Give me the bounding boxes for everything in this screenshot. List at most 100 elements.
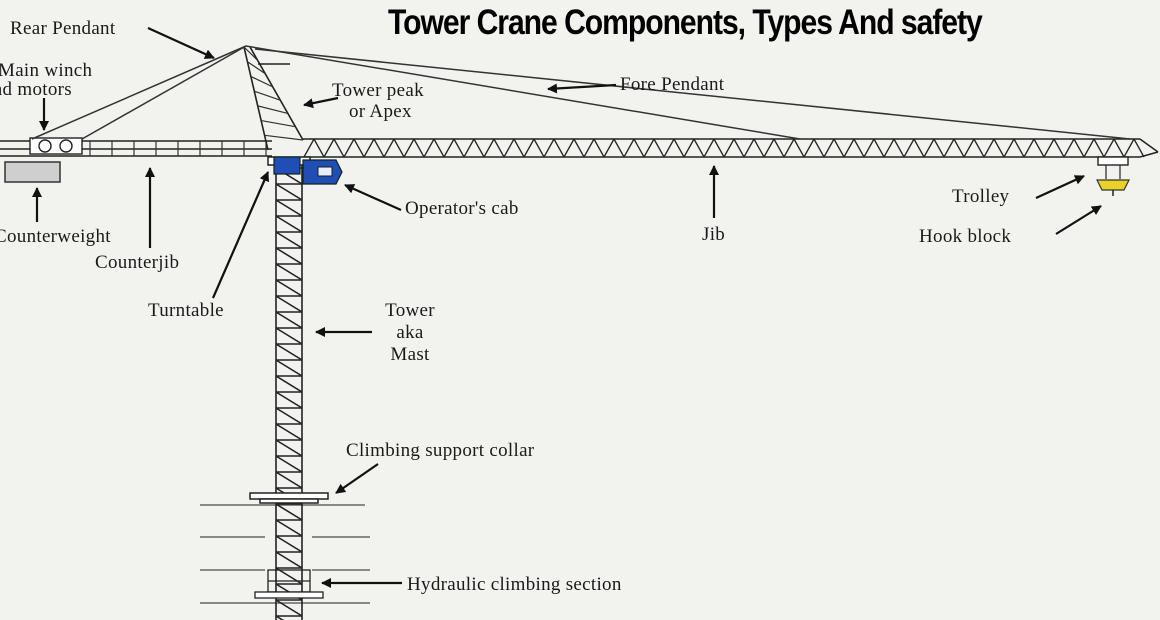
jib-lattice-strut — [603, 138, 615, 158]
trolley-shape — [1097, 156, 1129, 166]
jib-lattice-strut — [1093, 138, 1105, 158]
jib-lattice-strut — [893, 138, 905, 158]
peak-lattice-brace — [243, 46, 258, 61]
peak-lattice-brace — [250, 75, 273, 88]
label-fore-pendant: Fore Pendant — [620, 74, 725, 95]
label-hydraulic-section: Hydraulic climbing section — [407, 574, 622, 595]
hook-block-shape — [1096, 179, 1130, 191]
label-tower-peak-line2: or Apex — [349, 101, 412, 122]
jib-lattice-strut — [923, 138, 935, 158]
mast-lattice-diagonal — [275, 279, 303, 297]
mast-lattice-diagonal — [275, 615, 285, 620]
mast-lattice-diagonal — [275, 519, 303, 537]
peak-lattice-brace — [261, 119, 296, 128]
jib-lattice-strut — [1123, 138, 1135, 158]
hydraulic-section-shape — [254, 569, 324, 599]
jib-lattice-strut — [483, 138, 495, 158]
label-main-winch-line2: and motors — [0, 79, 72, 100]
label-operators-cab: Operator's cab — [405, 198, 519, 219]
fore-pendant-line — [254, 48, 1131, 140]
jib-lattice-strut — [323, 138, 335, 158]
mast-lattice-diagonal — [275, 439, 303, 457]
jib-lattice-strut — [1013, 138, 1025, 158]
arrow-fore-pendant — [547, 83, 617, 94]
peak-lattice-brace — [247, 61, 266, 75]
arrow-rear-pendant — [147, 26, 215, 60]
rear-pendant-line — [81, 45, 247, 140]
jib-lattice-strut — [863, 138, 875, 158]
fore-pendant-line — [245, 45, 801, 140]
jib-lattice-strut — [883, 138, 895, 158]
jib-lattice-strut — [383, 138, 395, 158]
jib-lattice-strut — [913, 138, 925, 158]
mast-lattice-diagonal — [275, 599, 303, 617]
label-hook-block: Hook block — [919, 226, 1012, 247]
jib-lattice-strut — [843, 138, 855, 158]
jib-lattice-strut — [363, 138, 375, 158]
jib-lattice-strut — [823, 138, 835, 158]
label-tower-line2: aka — [396, 322, 424, 343]
jib-lattice-strut — [1063, 138, 1075, 158]
jib-lattice-strut — [1083, 138, 1095, 158]
jib-lattice-strut — [593, 138, 605, 158]
jib-lattice-strut — [493, 138, 505, 158]
mast-lattice-diagonal — [275, 263, 303, 281]
jib-lattice-strut — [333, 138, 345, 158]
jib-lattice-strut — [963, 138, 975, 158]
arrow-climbing-collar — [335, 463, 379, 494]
jib-lattice-strut — [1053, 138, 1065, 158]
jib-lattice-strut — [573, 138, 585, 158]
arrow-trolley — [1035, 175, 1085, 199]
jib-lattice-strut — [543, 138, 555, 158]
leader-arrows — [32, 26, 1102, 588]
jib-lattice-strut — [1103, 138, 1115, 158]
jib-lattice-strut — [1003, 138, 1015, 158]
label-tower-line1: Tower — [385, 300, 435, 321]
rear-pendant-line — [31, 45, 247, 140]
mast-lattice-diagonal — [275, 503, 303, 521]
jib-lattice-strut — [503, 138, 515, 158]
jib-lattice-strut — [673, 138, 685, 158]
jib-lattice-strut — [313, 138, 325, 158]
jib-lattice-strut — [813, 138, 825, 158]
jib-lattice-strut — [793, 138, 805, 158]
main-winch-shape — [29, 137, 83, 155]
mast-lattice-diagonal — [275, 375, 303, 393]
label-counterweight: Counterweight — [0, 226, 111, 247]
mast-lattice-diagonal — [275, 407, 303, 425]
arrow-tower-peak — [303, 96, 339, 109]
jib-lattice-strut — [753, 138, 765, 158]
jib-lattice-strut — [303, 138, 315, 158]
jib-lattice-strut — [643, 138, 655, 158]
jib-lattice-strut — [633, 138, 645, 158]
jib-lattice-strut — [423, 138, 435, 158]
jib-lattice-strut — [663, 138, 675, 158]
label-turntable: Turntable — [148, 300, 224, 321]
jib-lattice-strut — [903, 138, 915, 158]
jib-lattice-strut — [943, 138, 955, 158]
label-trolley: Trolley — [952, 186, 1010, 207]
jib-lattice-strut — [993, 138, 1005, 158]
mast-lattice-diagonal — [275, 247, 303, 265]
page-title: Tower Crane Components, Types And safety — [388, 3, 983, 42]
label-tower-peak-line1: Tower peak — [332, 80, 424, 101]
mast-lattice-diagonal — [275, 199, 303, 217]
jib-lattice-strut — [513, 138, 525, 158]
arrow-operators-cab — [344, 183, 402, 212]
jib-lattice-strut — [773, 138, 785, 158]
jib-lattice-strut — [1023, 138, 1035, 158]
mast-lattice-diagonal — [275, 327, 303, 345]
jib-lattice-strut — [743, 138, 755, 158]
jib-lattice-strut — [563, 138, 575, 158]
climbing-collar-shape — [249, 492, 329, 504]
jib-lattice-strut — [1043, 138, 1055, 158]
mast-lattice-diagonal — [275, 359, 303, 377]
jib-lattice-strut — [733, 138, 745, 158]
label-climbing-collar: Climbing support collar — [346, 440, 535, 461]
mast-lattice-diagonal — [275, 391, 303, 409]
label-main-winch-line1: Main winch — [0, 60, 93, 81]
jib-lattice-strut — [443, 138, 455, 158]
jib-lattice-strut — [953, 138, 965, 158]
tower-mast — [275, 160, 303, 620]
